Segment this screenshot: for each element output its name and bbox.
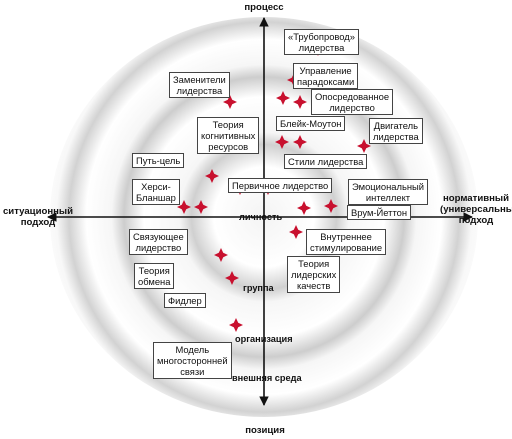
star-marker-8 [357, 139, 371, 153]
ring-label-center: личность [239, 212, 283, 222]
theory-blake-mouton: Блейк-Моутон [276, 116, 346, 131]
axis-right-label: нормативный(универсальный)подход [440, 193, 512, 226]
star-marker-6 [275, 135, 289, 149]
star-marker-14 [324, 199, 338, 213]
star-marker-3 [276, 91, 290, 105]
theory-leadership-styles: Стили лидерства [284, 154, 368, 169]
star-marker-4 [293, 95, 307, 109]
star-marker-2 [223, 95, 237, 109]
theory-hersey-blanchard: Херси-Бланшар [132, 179, 180, 205]
star-marker-10 [205, 169, 219, 183]
star-marker-18 [214, 248, 228, 262]
axis-top-label: процесс [244, 2, 284, 13]
theory-path-goal: Путь-цель [132, 153, 185, 168]
ring-label-2: организация [235, 334, 293, 344]
star-marker-21 [229, 318, 243, 332]
axis-bottom-label: позиция [245, 425, 285, 436]
star-marker-13 [297, 201, 311, 215]
theory-vroom-yetton: Врум-Йеттон [347, 205, 412, 220]
theory-primal-leadership: Первичное лидерство [228, 178, 333, 193]
star-marker-7 [293, 135, 307, 149]
star-marker-15 [177, 200, 191, 214]
star-marker-17 [289, 225, 303, 239]
star-marker-20 [225, 271, 239, 285]
star-marker-16 [194, 200, 208, 214]
theory-fiedler: Фидлер [164, 293, 206, 308]
theory-pipeline: «Трубопровод»лидерства [284, 29, 359, 55]
ring-label-3: внешняя среда [232, 373, 302, 383]
ring-label-1: группа [243, 283, 274, 293]
